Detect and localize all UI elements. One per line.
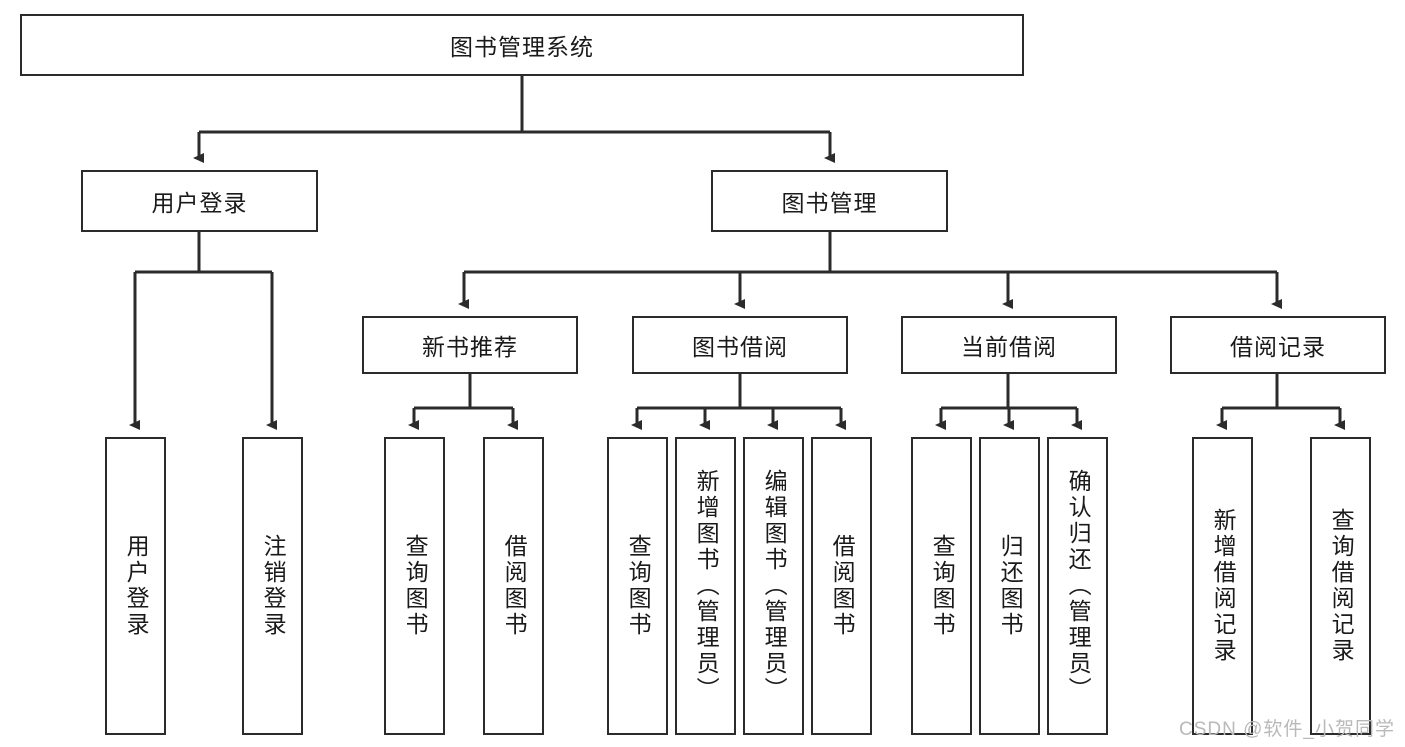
node-label: 当前借阅 bbox=[961, 334, 1057, 360]
node-label: 借阅图书 bbox=[501, 534, 528, 638]
node-label: 用户登录 bbox=[151, 190, 248, 216]
node-leaf-logout-login[interactable]: 注销登录 bbox=[242, 437, 303, 735]
node-current-borrow[interactable]: 当前借阅 bbox=[901, 316, 1117, 374]
node-leaf-confirm-return[interactable]: 确认归还（管理员） bbox=[1047, 437, 1108, 735]
node-book-borrow[interactable]: 图书借阅 bbox=[632, 316, 848, 374]
node-label: 归还图书 bbox=[997, 534, 1024, 638]
node-leaf-query-book-2[interactable]: 查询图书 bbox=[607, 437, 668, 735]
node-leaf-user-login[interactable]: 用户登录 bbox=[105, 437, 166, 735]
node-borrow-record[interactable]: 借阅记录 bbox=[1170, 316, 1386, 374]
node-label: 图书管理 bbox=[781, 190, 878, 216]
node-user-login[interactable]: 用户登录 bbox=[81, 170, 318, 232]
node-leaf-borrow-book-1[interactable]: 借阅图书 bbox=[483, 437, 544, 735]
node-label: 确认归还（管理员） bbox=[1065, 469, 1092, 703]
node-label: 新增借阅记录 bbox=[1210, 508, 1237, 664]
node-label: 注销登录 bbox=[260, 534, 287, 638]
node-new-book-recommend[interactable]: 新书推荐 bbox=[362, 316, 578, 374]
node-label: 图书管理系统 bbox=[450, 34, 594, 60]
node-leaf-add-record[interactable]: 新增借阅记录 bbox=[1192, 437, 1253, 735]
node-leaf-query-record[interactable]: 查询借阅记录 bbox=[1310, 437, 1371, 735]
node-label: 借阅图书 bbox=[829, 534, 856, 638]
node-leaf-borrow-book-2[interactable]: 借阅图书 bbox=[811, 437, 872, 735]
node-label: 图书借阅 bbox=[692, 334, 788, 360]
node-label: 查询图书 bbox=[625, 534, 652, 638]
node-label: 查询借阅记录 bbox=[1328, 508, 1355, 664]
node-leaf-query-book-1[interactable]: 查询图书 bbox=[384, 437, 445, 735]
node-leaf-return-book[interactable]: 归还图书 bbox=[979, 437, 1040, 735]
node-label: 查询图书 bbox=[402, 534, 429, 638]
node-leaf-add-book[interactable]: 新增图书（管理员） bbox=[675, 437, 736, 735]
node-label: 查询图书 bbox=[929, 534, 956, 638]
node-book-management[interactable]: 图书管理 bbox=[711, 170, 948, 232]
node-label: 新书推荐 bbox=[422, 334, 518, 360]
node-label: 用户登录 bbox=[123, 534, 150, 638]
node-leaf-query-book-3[interactable]: 查询图书 bbox=[911, 437, 972, 735]
node-label: 借阅记录 bbox=[1230, 334, 1326, 360]
node-label: 新增图书（管理员） bbox=[693, 469, 720, 703]
node-leaf-edit-book[interactable]: 编辑图书（管理员） bbox=[743, 437, 804, 735]
node-label: 编辑图书（管理员） bbox=[761, 469, 788, 703]
node-book-management-system[interactable]: 图书管理系统 bbox=[20, 14, 1024, 76]
